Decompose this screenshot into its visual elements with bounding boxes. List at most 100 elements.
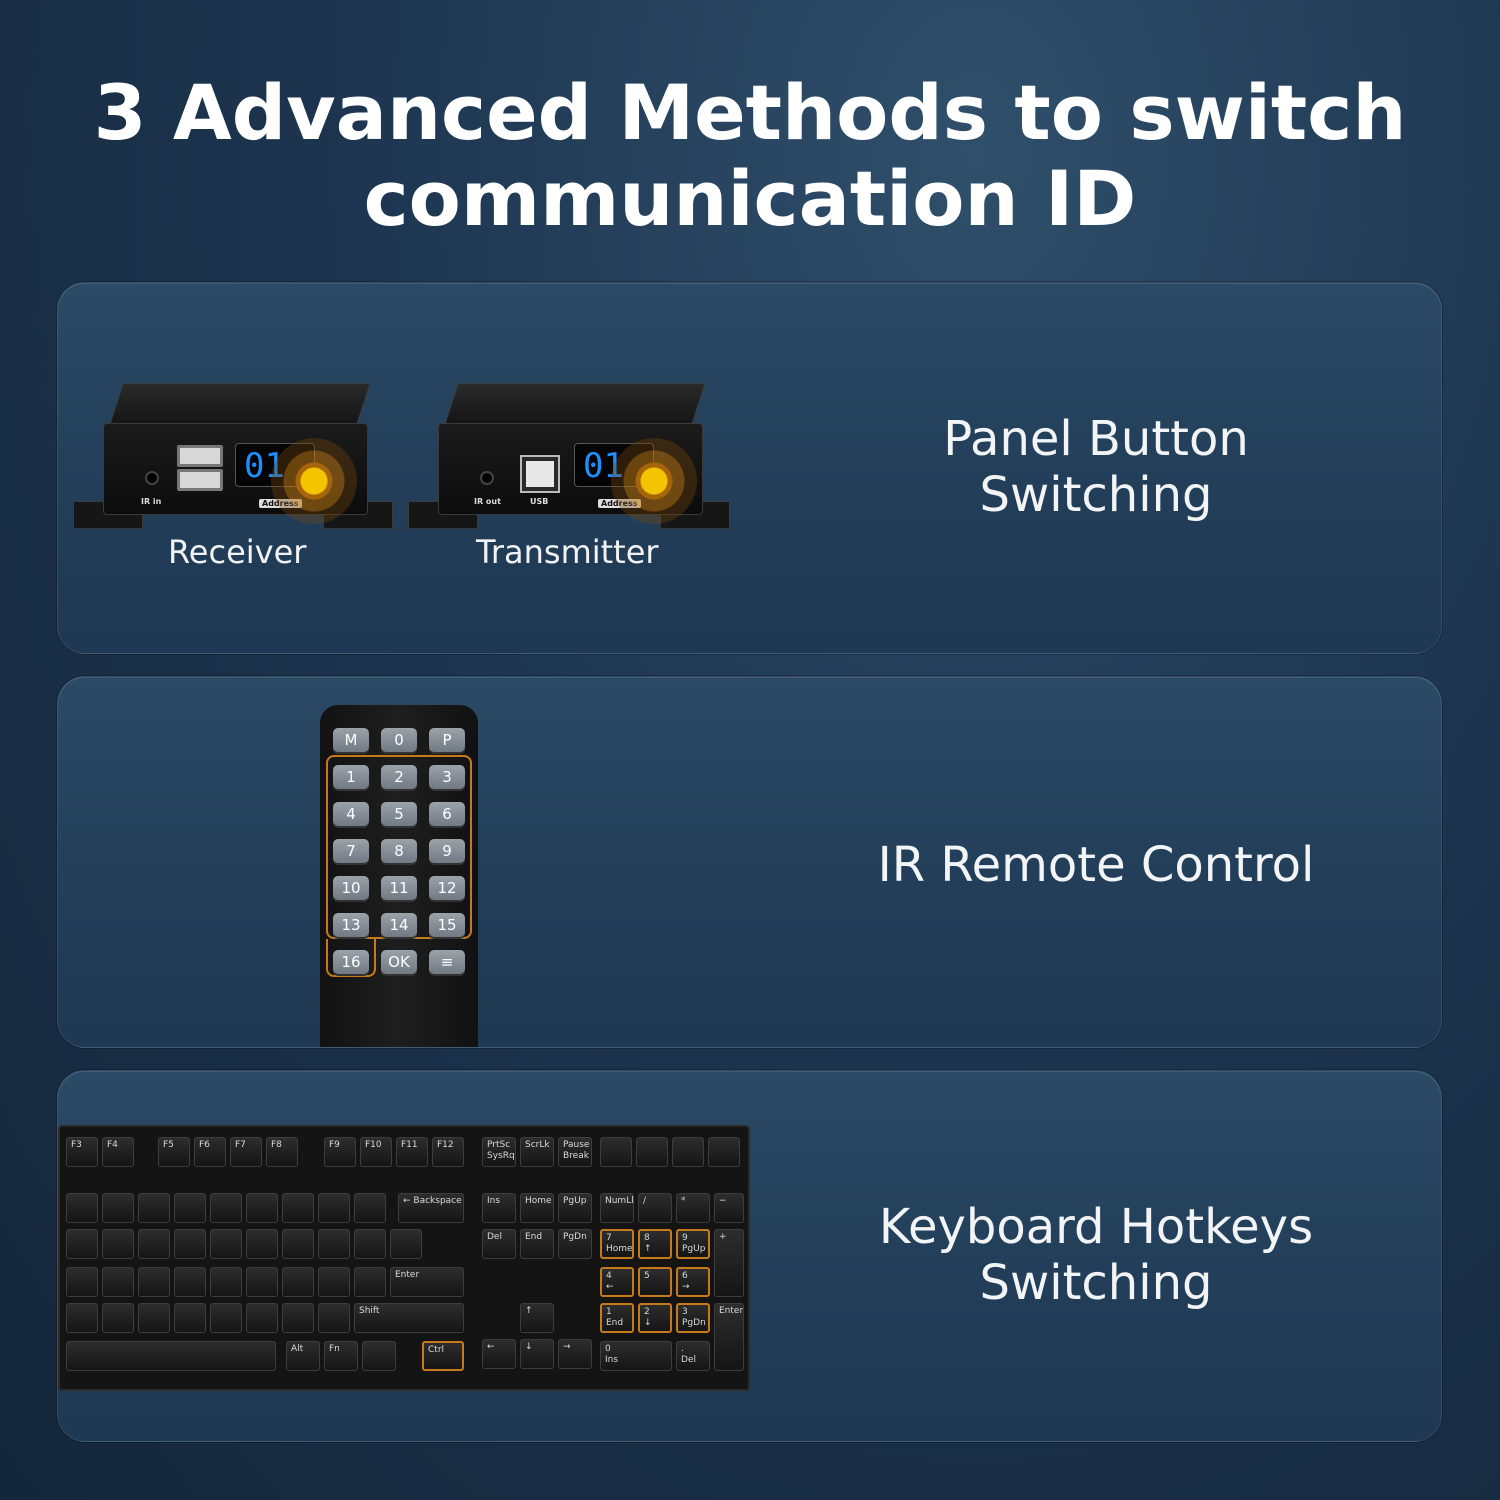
key-calculator[interactable]	[708, 1137, 740, 1167]
key-f5[interactable]: F5	[158, 1137, 190, 1167]
remote-key[interactable]: 16	[333, 950, 369, 974]
remote-key[interactable]: 5	[381, 802, 417, 826]
remote-key[interactable]: 10	[333, 876, 369, 900]
qwerty-row-key[interactable]	[174, 1229, 206, 1259]
key-mute[interactable]	[600, 1137, 632, 1167]
key-num-slash[interactable]: /	[638, 1193, 672, 1223]
key-space[interactable]	[66, 1341, 276, 1371]
shift-row-key[interactable]	[174, 1303, 206, 1333]
qwerty-row-key[interactable]	[102, 1229, 134, 1259]
remote-key[interactable]: 9	[429, 839, 465, 863]
key-alt[interactable]: Alt	[286, 1341, 320, 1371]
shift-row-key[interactable]	[102, 1303, 134, 1333]
shift-row-key[interactable]	[66, 1303, 98, 1333]
key-f7[interactable]: F7	[230, 1137, 262, 1167]
key-f4[interactable]: F4	[102, 1137, 134, 1167]
qwerty-row-key[interactable]	[390, 1229, 422, 1259]
qwerty-row-key[interactable]	[354, 1229, 386, 1259]
number-row-key[interactable]	[210, 1193, 242, 1223]
qwerty-row-key[interactable]	[318, 1229, 350, 1259]
remote-key[interactable]: P	[429, 728, 465, 752]
key-menu[interactable]	[362, 1341, 396, 1371]
key-f10[interactable]: F10	[360, 1137, 392, 1167]
home-row-key[interactable]	[102, 1267, 134, 1297]
key-vol-up[interactable]	[672, 1137, 704, 1167]
key-num-enter[interactable]: Enter	[714, 1303, 744, 1371]
number-row-key[interactable]	[66, 1193, 98, 1223]
remote-key[interactable]: ≡	[429, 950, 465, 974]
key-num-1[interactable]: 1 End	[600, 1303, 634, 1333]
remote-key[interactable]: 13	[333, 913, 369, 937]
qwerty-row-key[interactable]	[282, 1229, 314, 1259]
key-f3[interactable]: F3	[66, 1137, 98, 1167]
key-num-8[interactable]: 8 ↑	[638, 1229, 672, 1259]
key-shift-right[interactable]: Shift	[354, 1303, 464, 1333]
key-enter[interactable]: Enter	[390, 1267, 464, 1297]
number-row-key[interactable]	[246, 1193, 278, 1223]
qwerty-row-key[interactable]	[66, 1229, 98, 1259]
key-f11[interactable]: F11	[396, 1137, 428, 1167]
key-arrow-up[interactable]: ↑	[520, 1303, 554, 1333]
remote-key[interactable]: 2	[381, 765, 417, 789]
key-ins[interactable]: Ins	[482, 1193, 516, 1223]
key-num-2[interactable]: 2 ↓	[638, 1303, 672, 1333]
key-num-5[interactable]: 5	[638, 1267, 672, 1297]
key-pause[interactable]: Pause Break	[558, 1137, 592, 1167]
key-f6[interactable]: F6	[194, 1137, 226, 1167]
receiver-address-button[interactable]	[271, 438, 357, 524]
number-row-key[interactable]	[354, 1193, 386, 1223]
key-f9[interactable]: F9	[324, 1137, 356, 1167]
key-num-star[interactable]: *	[676, 1193, 710, 1223]
key-f12[interactable]: F12	[432, 1137, 464, 1167]
number-row-key[interactable]	[318, 1193, 350, 1223]
shift-row-key[interactable]	[246, 1303, 278, 1333]
key-num-4[interactable]: 4 ←	[600, 1267, 634, 1297]
key-pgup[interactable]: PgUp	[558, 1193, 592, 1223]
qwerty-row-key[interactable]	[246, 1229, 278, 1259]
remote-key[interactable]: 8	[381, 839, 417, 863]
home-row-key[interactable]	[282, 1267, 314, 1297]
number-row-key[interactable]	[282, 1193, 314, 1223]
remote-key[interactable]: 12	[429, 876, 465, 900]
home-row-key[interactable]	[66, 1267, 98, 1297]
number-row-key[interactable]	[174, 1193, 206, 1223]
remote-key[interactable]: 14	[381, 913, 417, 937]
key-num-6[interactable]: 6 →	[676, 1267, 710, 1297]
key-num-9[interactable]: 9 PgUp	[676, 1229, 710, 1259]
key-prtsc[interactable]: PrtSc SysRq	[482, 1137, 516, 1167]
key-ctrl[interactable]: Ctrl	[422, 1341, 464, 1371]
key-num-minus[interactable]: −	[714, 1193, 744, 1223]
key-arrow-right[interactable]: →	[558, 1339, 592, 1369]
remote-key[interactable]: 6	[429, 802, 465, 826]
key-num-7[interactable]: 7 Home	[600, 1229, 634, 1259]
key-fn[interactable]: Fn	[324, 1341, 358, 1371]
key-f8[interactable]: F8	[266, 1137, 298, 1167]
key-numlk[interactable]: NumLk	[600, 1193, 634, 1223]
qwerty-row-key[interactable]	[138, 1229, 170, 1259]
home-row-key[interactable]	[174, 1267, 206, 1297]
transmitter-address-button[interactable]	[611, 438, 697, 524]
shift-row-key[interactable]	[138, 1303, 170, 1333]
key-end[interactable]: End	[520, 1229, 554, 1259]
key-num-plus[interactable]: +	[714, 1229, 744, 1297]
remote-key[interactable]: 0	[381, 728, 417, 752]
key-num-3[interactable]: 3 PgDn	[676, 1303, 710, 1333]
shift-row-key[interactable]	[318, 1303, 350, 1333]
number-row-key[interactable]	[138, 1193, 170, 1223]
key-home[interactable]: Home	[520, 1193, 554, 1223]
remote-key[interactable]: OK	[381, 950, 417, 974]
home-row-key[interactable]	[210, 1267, 242, 1297]
home-row-key[interactable]	[354, 1267, 386, 1297]
home-row-key[interactable]	[318, 1267, 350, 1297]
key-num-dot[interactable]: . Del	[676, 1341, 710, 1371]
key-backspace[interactable]: ← Backspace	[398, 1193, 464, 1223]
key-pgdn[interactable]: PgDn	[558, 1229, 592, 1259]
shift-row-key[interactable]	[282, 1303, 314, 1333]
remote-key[interactable]: 11	[381, 876, 417, 900]
qwerty-row-key[interactable]	[210, 1229, 242, 1259]
remote-key[interactable]: M	[333, 728, 369, 752]
remote-key[interactable]: 3	[429, 765, 465, 789]
key-num-0[interactable]: 0 Ins	[600, 1341, 672, 1371]
key-arrow-down[interactable]: ↓	[520, 1339, 554, 1369]
number-row-key[interactable]	[102, 1193, 134, 1223]
